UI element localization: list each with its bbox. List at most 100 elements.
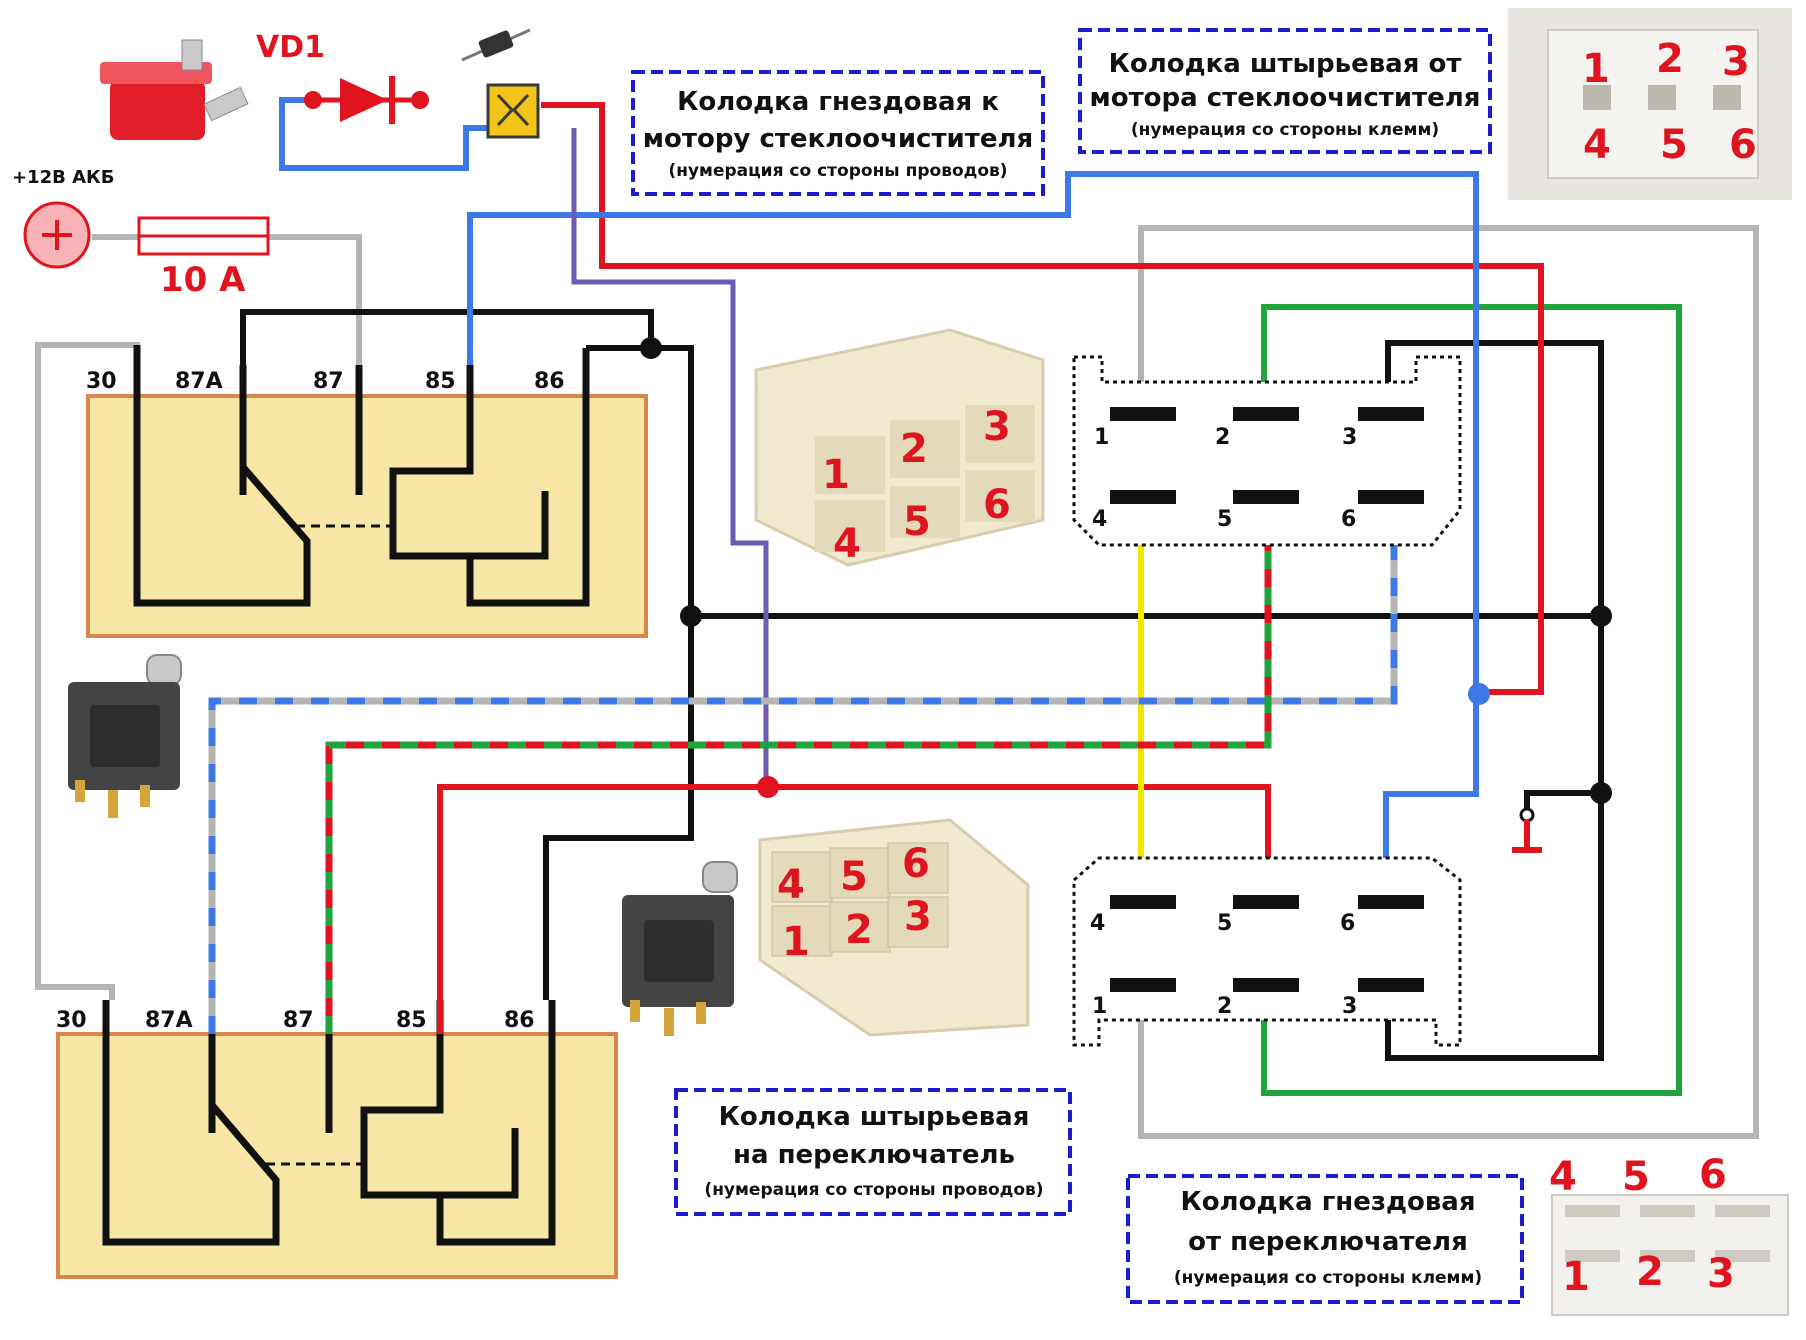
relay-photo-2 — [622, 861, 738, 1036]
wire-blue-grey-dash — [208, 540, 1398, 1034]
relay-2-internals — [102, 1000, 556, 1246]
diode-symbol — [304, 76, 429, 124]
relay-2-body — [56, 1032, 618, 1279]
switch-socket-photo-num-5: 5 — [1622, 1154, 1650, 1200]
connector-top-num-3: 3 — [1342, 425, 1357, 450]
switch-plug-photo: 4 5 6 1 2 3 — [758, 818, 1030, 1037]
connector-bottom: 4 5 6 1 2 3 — [1072, 856, 1462, 1047]
connector-bottom-num-5: 5 — [1217, 911, 1232, 936]
relay-2-pin-30: 30 — [56, 1008, 87, 1033]
wire-ground — [1524, 790, 1601, 813]
switch-plug-photo-num-6: 6 — [902, 841, 930, 887]
ground-terminal-dot — [1519, 807, 1535, 823]
box-motor-socket: Колодка гнездовая к мотору стеклоочистит… — [631, 70, 1045, 196]
relay-2-pin-87a: 87A — [145, 1008, 193, 1033]
switch-socket-photo-num-4: 4 — [1549, 1154, 1577, 1200]
wire-red-bottom — [437, 784, 1271, 1034]
switch-socket-photo: 4 5 6 1 2 3 — [1546, 1152, 1796, 1320]
switch-plug-photo-num-5: 5 — [840, 854, 868, 900]
connector-bottom-num-6: 6 — [1340, 911, 1355, 936]
box-motor-plug-line1: Колодка штырьевая от — [1109, 49, 1462, 79]
relay-1-internals — [133, 348, 590, 607]
motor-socket-photo-num-4: 4 — [833, 521, 861, 567]
box-motor-socket-line1: Колодка гнездовая к — [677, 87, 999, 117]
box-motor-plug: Колодка штырьевая от мотора стеклоочисти… — [1078, 28, 1492, 154]
connector-top-num-4: 4 — [1092, 507, 1107, 532]
connector-top: 1 2 3 4 5 6 — [1072, 355, 1462, 547]
box-switch-socket-line2: от переключателя — [1188, 1227, 1468, 1257]
switch-socket-photo-num-6: 6 — [1699, 1152, 1727, 1198]
motor-socket-photo: 1 2 3 4 5 6 — [754, 328, 1045, 567]
relay-1-pin-87a: 87A — [175, 369, 223, 394]
wire-blue-diode — [279, 97, 498, 171]
mini-fuse-icon — [100, 39, 249, 140]
box-motor-socket-line2: мотору стеклоочистителя — [643, 124, 1033, 154]
connector-bottom-num-4: 4 — [1090, 911, 1105, 936]
wire-blue-85 — [467, 171, 1479, 867]
relay-2-pin-86: 86 — [504, 1008, 535, 1033]
box-switch-socket-line1: Колодка гнездовая — [1180, 1187, 1475, 1217]
box-switch-plug-line1: Колодка штырьевая — [719, 1102, 1030, 1132]
switch-socket-photo-num-1: 1 — [1562, 1254, 1590, 1300]
bullet-connector-icon — [486, 83, 540, 139]
relay-2-pin-85: 85 — [396, 1008, 427, 1033]
motor-plug-photo-num-2: 2 — [1656, 36, 1684, 82]
box-motor-socket-sub: (нумерация со стороны проводов) — [668, 161, 1007, 181]
relay-1-pin-85: 85 — [425, 369, 456, 394]
switch-plug-photo-num-1: 1 — [782, 919, 810, 965]
wire-relay1-87a — [240, 309, 654, 365]
connector-bottom-num-3: 3 — [1342, 994, 1357, 1019]
vd1-label: VD1 — [256, 30, 325, 65]
ground-icon — [1512, 820, 1542, 853]
motor-plug-photo-num-4: 4 — [1583, 122, 1611, 168]
box-switch-plug-sub: (нумерация со стороны проводов) — [704, 1180, 1043, 1200]
motor-plug-photo-num-1: 1 — [1582, 46, 1610, 92]
connector-top-num-2: 2 — [1215, 425, 1230, 450]
connector-top-num-1: 1 — [1094, 425, 1109, 450]
connector-top-num-5: 5 — [1217, 507, 1232, 532]
box-switch-plug: Колодка штырьевая на переключатель (нуме… — [674, 1088, 1072, 1216]
wire-black-right — [1385, 340, 1604, 1061]
relay-1-pin-30: 30 — [86, 369, 117, 394]
connector-bottom-num-1: 1 — [1092, 994, 1107, 1019]
relay-photo-1 — [68, 654, 182, 818]
fuse-label: 10 А — [160, 260, 246, 300]
wire-green — [1261, 304, 1682, 1096]
plus-symbol — [42, 220, 72, 250]
switch-socket-photo-num-2: 2 — [1636, 1249, 1664, 1295]
relay-1-body — [86, 394, 648, 638]
relay-2-pin-87: 87 — [283, 1008, 314, 1033]
connector-bottom-num-2: 2 — [1217, 994, 1232, 1019]
wire-red-top — [541, 102, 1544, 695]
box-motor-plug-sub: (нумерация со стороны клемм) — [1131, 120, 1439, 140]
motor-plug-photo-num-5: 5 — [1660, 122, 1688, 168]
motor-plug-photo: 1 2 3 4 5 6 — [1508, 8, 1792, 200]
switch-plug-photo-num-2: 2 — [845, 907, 873, 953]
diode-photo-icon — [461, 28, 531, 62]
box-switch-socket-sub: (нумерация со стороны клемм) — [1174, 1268, 1482, 1288]
motor-socket-photo-num-1: 1 — [822, 452, 850, 498]
connector-top-num-6: 6 — [1341, 507, 1356, 532]
box-motor-plug-line2: мотора стеклоочистителя — [1090, 83, 1481, 113]
motor-socket-photo-num-5: 5 — [903, 499, 931, 545]
motor-socket-photo-num-6: 6 — [983, 482, 1011, 528]
junctions — [640, 337, 1612, 804]
motor-plug-photo-num-3: 3 — [1722, 39, 1750, 85]
relay-2-pin-labels: 30 87A 87 85 86 — [56, 1008, 535, 1033]
wire-purple — [571, 128, 769, 787]
relay-1-pin-labels: 30 87A 87 85 86 — [86, 369, 565, 394]
motor-plug-photo-num-6: 6 — [1729, 122, 1757, 168]
switch-plug-photo-num-4: 4 — [777, 862, 805, 908]
wire-green-red-dash — [325, 540, 1272, 1034]
motor-socket-photo-num-3: 3 — [983, 404, 1011, 450]
wire-grey-top-pin1 — [1138, 225, 1759, 1139]
relay-1-pin-87: 87 — [313, 369, 344, 394]
switch-plug-photo-num-3: 3 — [904, 894, 932, 940]
box-switch-socket: Колодка гнездовая от переключателя (нуме… — [1126, 1174, 1524, 1304]
motor-socket-photo-num-2: 2 — [900, 426, 928, 472]
relay-1-pin-86: 86 — [534, 369, 565, 394]
switch-socket-photo-num-3: 3 — [1707, 1251, 1735, 1297]
akb-label: +12В АКБ — [12, 167, 114, 188]
box-switch-plug-line2: на переключатель — [733, 1140, 1015, 1170]
